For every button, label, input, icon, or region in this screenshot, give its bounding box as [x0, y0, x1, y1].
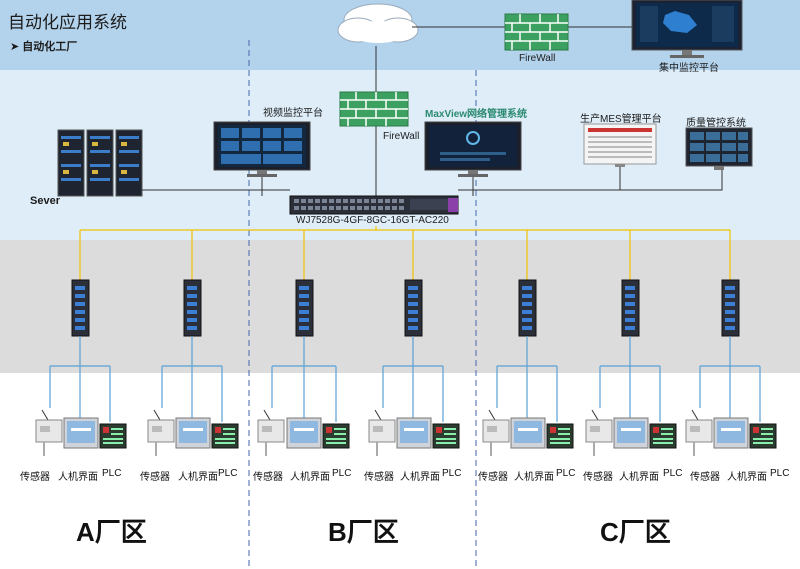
- device-group-a2: [147, 409, 239, 456]
- plc-label: PLC: [663, 468, 683, 479]
- hmi-icon: [713, 417, 749, 449]
- field-device-groups: [35, 409, 777, 456]
- plc-label: PLC: [442, 468, 462, 479]
- quality-label: 质量管控系统: [686, 118, 746, 129]
- plc-label: PLC: [770, 468, 790, 479]
- hmi-label: 人机界面: [514, 472, 554, 483]
- sensor-label: 传感器: [253, 472, 283, 483]
- sensor-icon: [482, 409, 510, 456]
- access-switch-a1: [71, 279, 90, 337]
- zone-label-c: C厂区: [600, 517, 671, 547]
- monitor-center-screen-icon: [631, 0, 743, 58]
- hmi-label: 人机界面: [619, 472, 659, 483]
- video-monitor-screen-icon: [213, 121, 311, 177]
- maxview-screen-icon: [424, 121, 522, 177]
- sensor-label: 传感器: [140, 472, 170, 483]
- plc-label: PLC: [218, 468, 238, 479]
- firewall-icon-middle: [339, 91, 409, 127]
- plc-icon: [749, 423, 777, 449]
- plc-icon: [546, 423, 574, 449]
- access-switch-b1: [295, 279, 314, 337]
- hmi-icon: [613, 417, 649, 449]
- server-rack-icon: [57, 129, 143, 197]
- sensor-icon: [147, 409, 175, 456]
- field-layer-band: [0, 373, 800, 569]
- trunk-lines: [79, 226, 731, 280]
- server-label: Sever: [30, 195, 60, 207]
- plc-icon: [211, 423, 239, 449]
- sensor-icon: [257, 409, 285, 456]
- hmi-icon: [396, 417, 432, 449]
- firewall-middle-label: FireWall: [383, 131, 420, 142]
- zone-label-a: A厂区: [76, 517, 147, 547]
- monitor-center-label: 集中监控平台: [659, 63, 719, 74]
- hmi-label: 人机界面: [400, 472, 440, 483]
- hmi-icon: [286, 417, 322, 449]
- quality-screen-icon: [685, 127, 753, 170]
- hmi-label: 人机界面: [58, 472, 98, 483]
- device-group-b2: [368, 409, 460, 456]
- device-group-a1: [35, 409, 127, 456]
- core-switch-icon: [289, 195, 459, 215]
- mes-label: 生产MES管理平台: [580, 114, 662, 125]
- hmi-icon: [510, 417, 546, 449]
- video-monitor-label: 视频监控平台: [263, 108, 323, 119]
- hmi-label: 人机界面: [290, 472, 330, 483]
- hmi-icon: [63, 417, 99, 449]
- device-group-c3: [685, 409, 777, 456]
- core-switch-label: WJ7528G-4GF-8GC-16GT-AC220: [296, 215, 449, 226]
- sensor-icon: [35, 409, 63, 456]
- plc-icon: [322, 423, 350, 449]
- sensor-label: 传感器: [583, 472, 613, 483]
- firewall-icon-top: [504, 13, 569, 51]
- hmi-label: 人机界面: [727, 472, 767, 483]
- plc-label: PLC: [102, 468, 122, 479]
- access-switch-c1: [518, 279, 537, 337]
- sensor-icon: [368, 409, 396, 456]
- access-switch-icons: [71, 279, 740, 337]
- plc-icon: [432, 423, 460, 449]
- device-group-c1: [482, 409, 574, 456]
- sensor-label: 传感器: [690, 472, 720, 483]
- page-subtitle: ➤ 自动化工厂: [10, 38, 77, 54]
- subtitle-text: 自动化工厂: [22, 41, 78, 53]
- access-switch-c3: [721, 279, 740, 337]
- sensor-label: 传感器: [364, 472, 394, 483]
- plc-icon: [99, 423, 127, 449]
- access-switch-c2: [621, 279, 640, 337]
- device-group-b1: [257, 409, 350, 456]
- hmi-icon: [175, 417, 211, 449]
- cloud-icon: [337, 3, 419, 43]
- access-layer-band: [0, 240, 800, 373]
- page-title: 自动化应用系统: [8, 13, 127, 32]
- access-switch-b2: [404, 279, 423, 337]
- sensor-icon: [685, 409, 713, 456]
- sensor-label: 传感器: [20, 472, 50, 483]
- zone-label-b: B厂区: [328, 517, 399, 547]
- sensor-label: 传感器: [478, 472, 508, 483]
- device-group-c2: [585, 409, 677, 456]
- subtitle-bullet-icon: ➤: [10, 41, 20, 53]
- mes-screen-icon: [583, 123, 657, 167]
- plc-icon: [649, 423, 677, 449]
- access-switch-a2: [183, 279, 202, 337]
- plc-label: PLC: [556, 468, 576, 479]
- access-lines: [49, 336, 761, 422]
- hmi-label: 人机界面: [178, 472, 218, 483]
- maxview-label: MaxView网络管理系统: [425, 109, 528, 120]
- sensor-icon: [585, 409, 613, 456]
- firewall-top-label: FireWall: [519, 53, 556, 64]
- plc-label: PLC: [332, 468, 352, 479]
